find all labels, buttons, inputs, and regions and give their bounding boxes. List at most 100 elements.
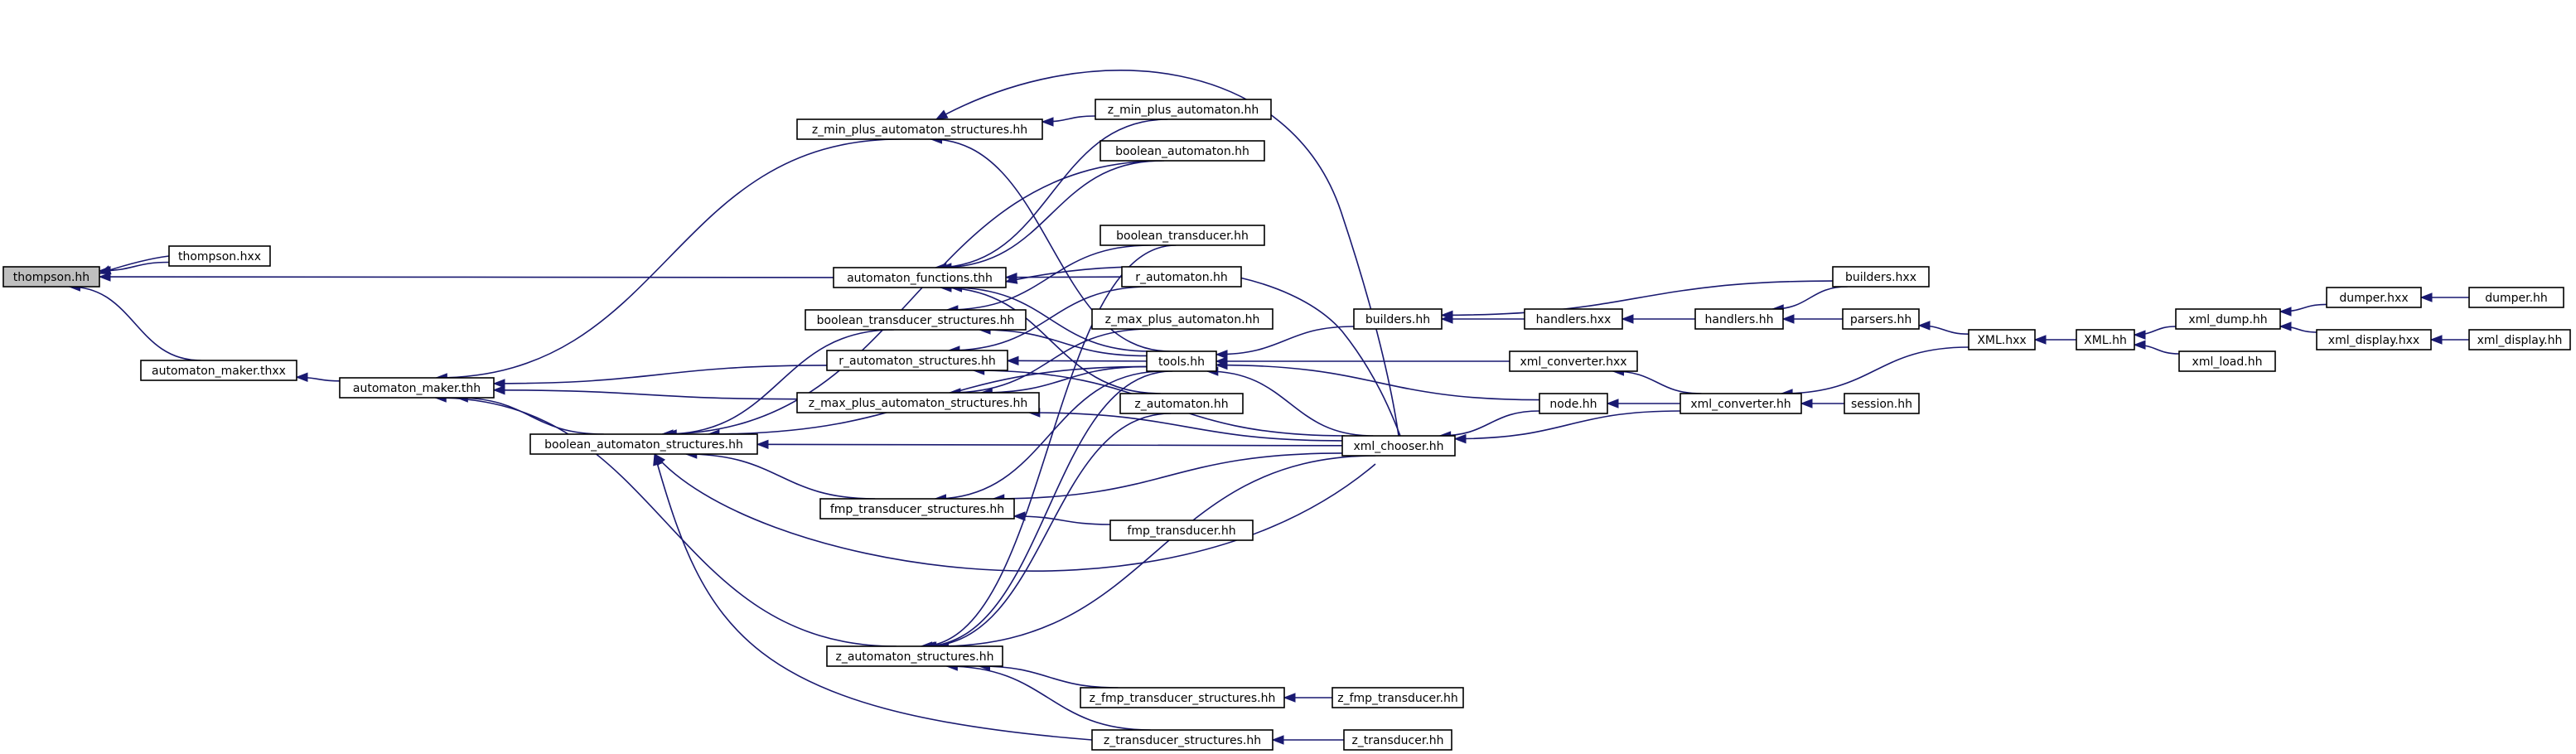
arrowhead — [1041, 117, 1054, 127]
node-label: z_min_plus_automaton.hh — [1108, 104, 1259, 117]
node-z-automaton-structures-hh[interactable]: z_automaton_structures.hh — [826, 645, 1003, 667]
node-builders-hxx[interactable]: builders.hxx — [1832, 266, 1930, 288]
arrowhead — [1215, 360, 1228, 370]
node-automaton-maker-thh[interactable]: automaton_maker.thh — [339, 377, 495, 399]
edge-xml_chooser_hh-to-fmp_transducer_structures_hh — [992, 452, 1343, 504]
node-z-min-plus-automaton-hh[interactable]: z_min_plus_automaton.hh — [1095, 99, 1272, 120]
edge-fmp_transducer_hh-to-fmp_transducer_structures_hh — [1013, 511, 1111, 525]
node-xml-converter-hh[interactable]: xml_converter.hh — [1679, 393, 1802, 414]
node-z-max-plus-automaton-structures-hh[interactable]: z_max_plus_automaton_structures.hh — [796, 392, 1040, 413]
edge-xml_converter_hh-to-node_hh — [1606, 399, 1681, 408]
node-z-fmp-transducer-hh[interactable]: z_fmp_transducer.hh — [1331, 687, 1464, 708]
node-boolean-automaton-hh[interactable]: boolean_automaton.hh — [1100, 140, 1265, 162]
node-label: xml_display.hxx — [2328, 334, 2419, 347]
edge-XML_hxx-to-parsers_hh — [1917, 321, 1969, 335]
node-handlers-hh[interactable]: handlers.hh — [1694, 308, 1784, 330]
graph-edges — [68, 70, 2469, 745]
edge-line — [935, 370, 1164, 500]
edge-line — [69, 286, 201, 361]
node-node-hh[interactable]: node.hh — [1539, 393, 1608, 414]
node-z-min-plus-automaton-structures-hh[interactable]: z_min_plus_automaton_structures.hh — [796, 118, 1043, 140]
edge-xml_load_hh-to-XML_hh — [2133, 340, 2180, 355]
node-boolean-automaton-structures-hh[interactable]: boolean_automaton_structures.hh — [529, 433, 758, 455]
node-box — [168, 245, 271, 267]
node-boolean-transducer-structures-hh[interactable]: boolean_transducer_structures.hh — [805, 309, 1027, 331]
node-z-max-plus-automaton-hh[interactable]: z_max_plus_automaton.hh — [1091, 308, 1274, 330]
node-builders-hh[interactable]: builders.hh — [1353, 308, 1443, 330]
edge-line — [436, 138, 901, 379]
node-xml-converter-hxx[interactable]: xml_converter.hxx — [1509, 350, 1638, 372]
edge-automaton_maker_thh-to-automaton_maker_thxx — [295, 372, 341, 382]
edge-line — [981, 365, 1148, 394]
node-label: xml_display.hh — [2477, 334, 2563, 347]
edge-line — [937, 455, 1376, 647]
node-xml-dump-hh[interactable]: xml_dump.hh — [2175, 308, 2281, 330]
edge-line — [946, 244, 1152, 311]
node-fmp-transducer-structures-hh[interactable]: fmp_transducer_structures.hh — [819, 498, 1015, 520]
node-label: z_fmp_transducer.hh — [1337, 692, 1458, 705]
edge-r_automaton_structures_hh-to-automaton_maker_thh — [492, 365, 828, 389]
node-label: handlers.hh — [1705, 313, 1774, 326]
edge-line — [665, 329, 894, 435]
node-xml-display-hxx[interactable]: xml_display.hxx — [2316, 329, 2432, 350]
node-r-automaton-structures-hh[interactable]: r_automaton_structures.hh — [826, 350, 1008, 371]
edge-session_hh-to-xml_converter_hh — [1800, 399, 1845, 408]
edge-line — [1454, 410, 1681, 440]
edge-builders_hxx-to-handlers_hh — [1771, 286, 1848, 314]
node-thompson-hxx[interactable]: thompson.hxx — [168, 245, 271, 267]
node-dumper-hh[interactable]: dumper.hh — [2468, 287, 2564, 308]
node-tools-hh[interactable]: tools.hh — [1146, 350, 1217, 372]
edge-line — [1612, 370, 1702, 394]
node-XML-hh[interactable]: XML.hh — [2076, 329, 2135, 350]
node-session-hh[interactable]: session.hh — [1844, 393, 1920, 414]
node-thompson-hh[interactable]: thompson.hh — [2, 266, 100, 288]
node-z-transducer-structures-hh[interactable]: z_transducer_structures.hh — [1091, 729, 1274, 751]
node-label: z_transducer.hh — [1351, 734, 1443, 747]
node-box — [1091, 308, 1274, 330]
node-box — [2076, 329, 2135, 350]
node-handlers-hxx[interactable]: handlers.hxx — [1524, 308, 1623, 330]
node-automaton-maker-thxx[interactable]: automaton_maker.thxx — [140, 360, 297, 381]
node-z-fmp-transducer-structures-hh[interactable]: z_fmp_transducer_structures.hh — [1080, 687, 1285, 708]
edge-xml_chooser_hh-to-z_min_plus_automaton_structures_hh — [935, 70, 1399, 437]
edge-handlers_hxx-to-builders_hh — [1440, 314, 1525, 324]
node-label: automaton_functions.thh — [847, 272, 993, 285]
node-box — [826, 350, 1008, 371]
edge-boolean_automaton_structures_hh-to-automaton_maker_thh — [455, 393, 604, 435]
arrowhead — [1013, 511, 1026, 521]
edge-xml_dump_hh-to-XML_hh — [2133, 326, 2177, 340]
node-box — [1109, 520, 1254, 541]
node-z-automaton-hh[interactable]: z_automaton.hh — [1119, 393, 1244, 414]
node-box — [2316, 329, 2432, 350]
node-xml-chooser-hh[interactable]: xml_chooser.hh — [1341, 435, 1456, 457]
edge-line — [1028, 412, 1343, 442]
edge-r_automaton_hh-to-automaton_functions_thh — [1004, 272, 1123, 283]
node-XML-hxx[interactable]: XML.hxx — [1968, 329, 2036, 350]
node-z-transducer-hh[interactable]: z_transducer.hh — [1343, 729, 1452, 751]
edge-boolean_automaton_hh-to-automaton_functions_thh — [939, 160, 1162, 273]
edge-builders_hxx-to-builders_hh — [1440, 280, 1834, 321]
node-label: boolean_automaton.hh — [1115, 145, 1249, 158]
edge-z_transducer_structures_hh-to-boolean_automaton_structures_hh — [653, 452, 1093, 741]
node-fmp-transducer-hh[interactable]: fmp_transducer.hh — [1109, 520, 1254, 541]
node-label: z_transducer_structures.hh — [1104, 734, 1261, 747]
node-box — [819, 498, 1015, 520]
node-label: XML.hxx — [1977, 334, 2026, 347]
node-box — [1353, 308, 1443, 330]
node-dumper-hxx[interactable]: dumper.hxx — [2326, 287, 2422, 308]
arrowhead — [1271, 735, 1284, 745]
arrowhead — [2429, 335, 2443, 345]
edge-line — [756, 443, 1343, 447]
node-automaton-functions-thh[interactable]: automaton_functions.thh — [833, 267, 1007, 288]
arrowhead — [295, 372, 308, 382]
node-boolean-transducer-hh[interactable]: boolean_transducer.hh — [1100, 225, 1265, 246]
node-xml-display-hh[interactable]: xml_display.hh — [2468, 329, 2571, 350]
node-parsers-hh[interactable]: parsers.hh — [1842, 308, 1920, 330]
edge-handlers_hh-to-handlers_hxx — [1621, 314, 1695, 324]
edge-automaton_functions_thh-to-thompson_hh — [98, 272, 834, 282]
arrowhead — [1800, 399, 1813, 408]
edge-line — [940, 287, 1162, 394]
node-xml-load-hh[interactable]: xml_load.hh — [2178, 350, 2276, 372]
arrowhead — [1453, 433, 1467, 444]
node-r-automaton-hh[interactable]: r_automaton.hh — [1121, 266, 1242, 288]
